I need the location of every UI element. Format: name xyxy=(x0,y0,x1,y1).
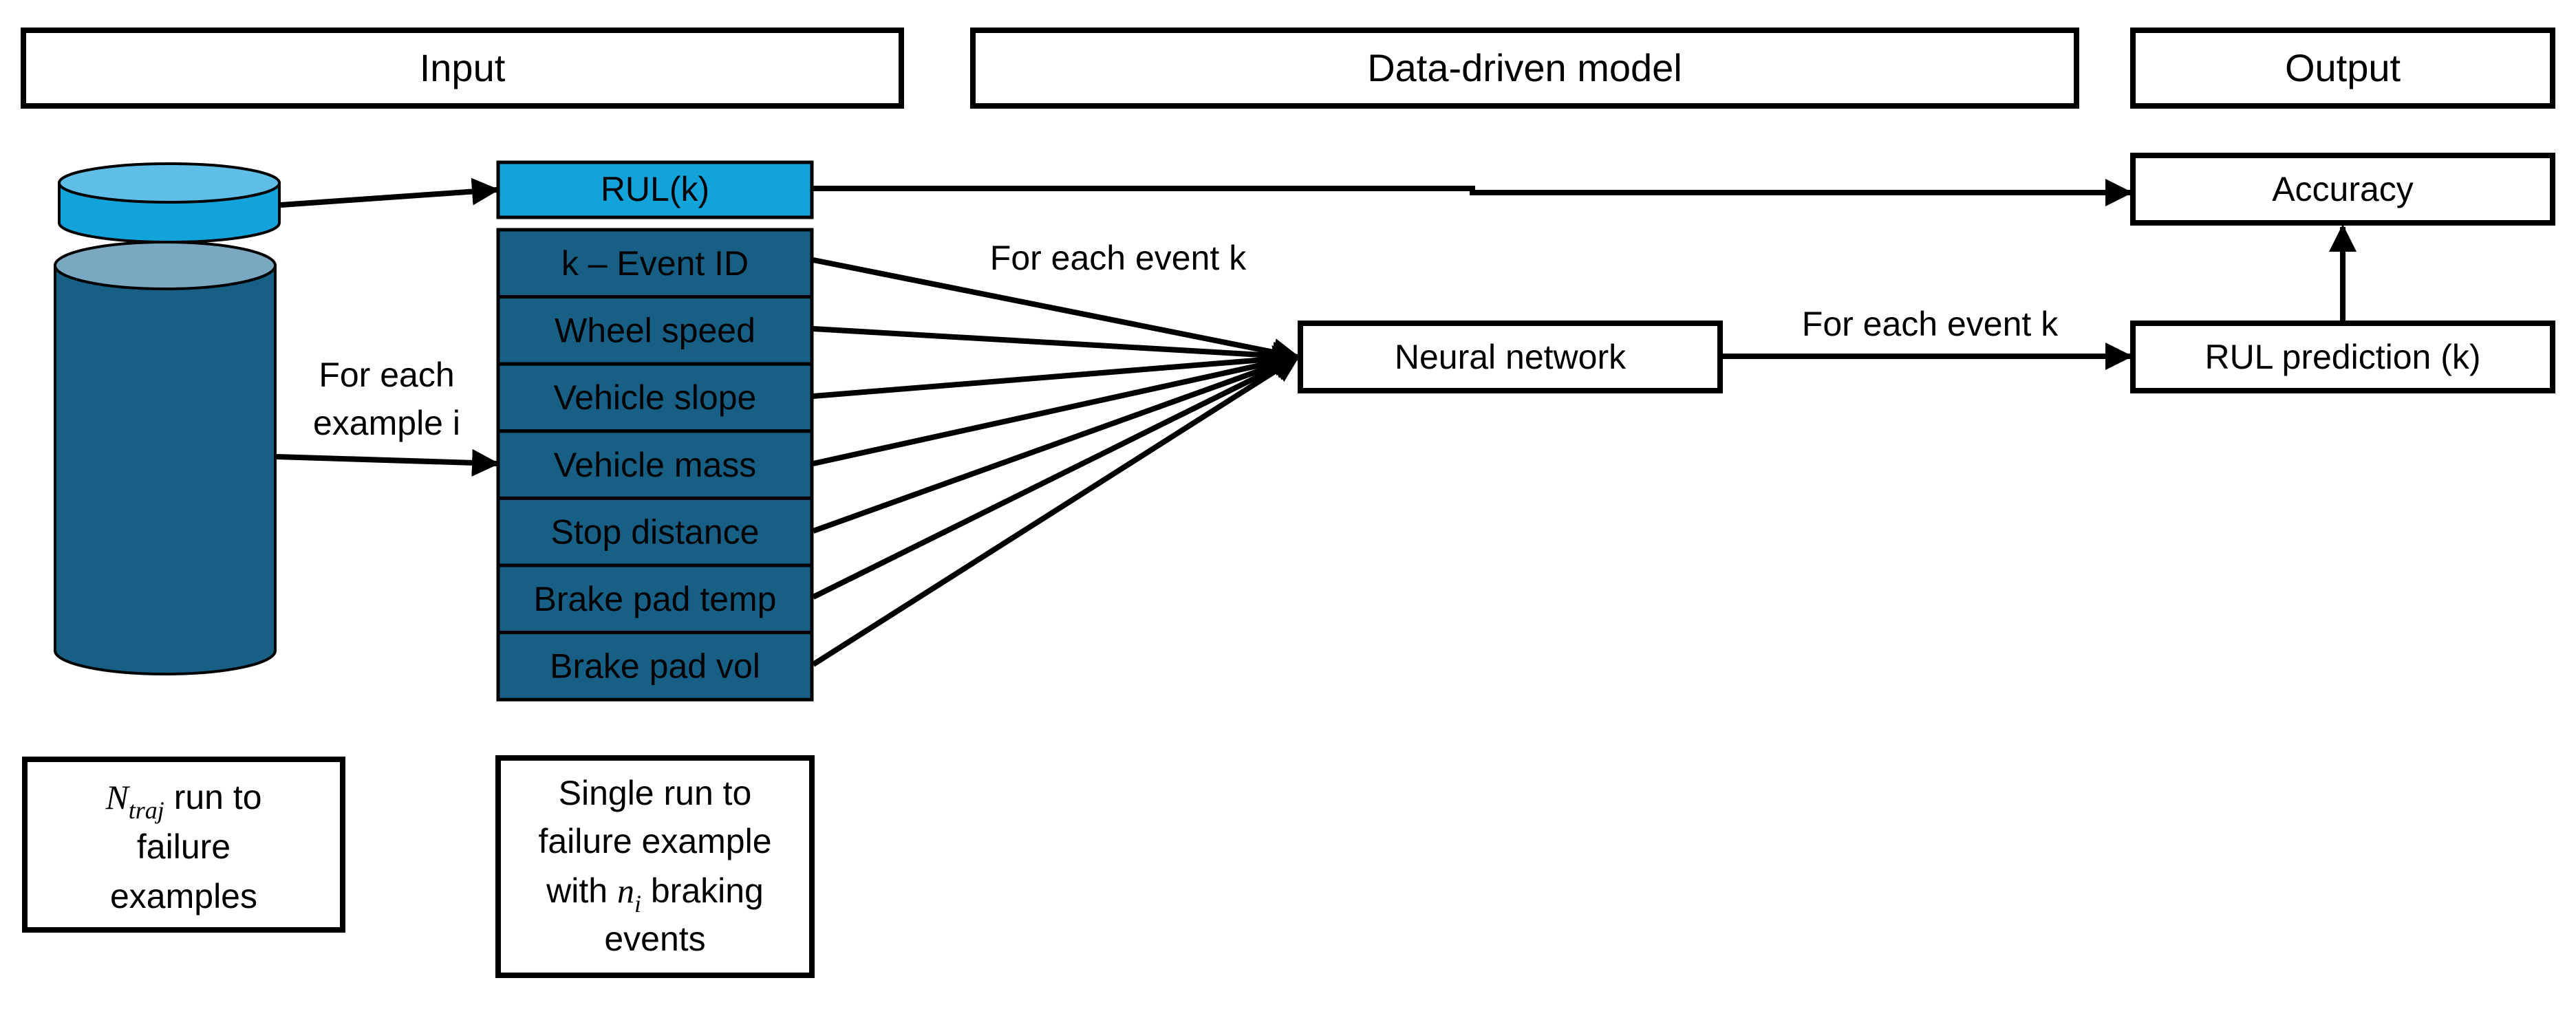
header-output-label: Output xyxy=(2285,46,2401,89)
arrow-feature-to-nn xyxy=(813,326,1300,369)
header-model: Data-driven model xyxy=(970,28,2079,109)
edge-label-for-each-event-top: For each event k xyxy=(990,239,1247,277)
feature-label: Stop distance xyxy=(551,512,760,551)
note-single-run: Single run to failure example with ni br… xyxy=(495,755,815,978)
header-model-label: Data-driven model xyxy=(1367,46,1682,89)
edge-label-for-each-event-right: For each event k xyxy=(1802,305,2059,343)
feature-cell: Vehicle mass xyxy=(496,429,814,500)
feature-label: Brake pad vol xyxy=(550,647,760,686)
ni-subscript: i xyxy=(634,890,641,918)
arrow-cylinder-to-rul xyxy=(280,177,500,208)
note-ntraj: Ntraj run to failure examples xyxy=(22,757,345,933)
feature-stack: k – Event ID Wheel speed Vehicle slope V… xyxy=(496,228,814,702)
feature-cell: Vehicle slope xyxy=(496,362,814,433)
note-single-line3: with ni braking xyxy=(546,871,764,918)
feature-label: Wheel speed xyxy=(555,312,755,350)
feature-label: Vehicle slope xyxy=(554,378,757,417)
single-line3-post: braking xyxy=(641,871,764,910)
rul-box: RUL(k) xyxy=(496,160,814,219)
feature-cell: k – Event ID xyxy=(496,228,814,299)
accuracy-box: Accuracy xyxy=(2130,153,2555,226)
rul-cylinder-top xyxy=(58,162,281,204)
header-input-label: Input xyxy=(420,46,506,89)
note-ntraj-line1: Ntraj run to xyxy=(105,778,261,824)
arrow-feature-to-nn xyxy=(813,257,1300,366)
main-cylinder-body xyxy=(54,264,277,675)
arrow-feature-to-nn xyxy=(813,345,1300,399)
header-input: Input xyxy=(21,28,904,109)
rul-prediction-box: RUL prediction (k) xyxy=(2130,321,2555,393)
neural-network-label: Neural network xyxy=(1395,338,1627,376)
arrow-cylinder-to-features xyxy=(276,448,500,477)
feature-cell: Stop distance xyxy=(496,496,814,567)
ntraj-line1-rest: run to xyxy=(164,778,262,816)
connectors xyxy=(276,177,2357,667)
feature-cell: Brake pad temp xyxy=(496,563,814,635)
note-ntraj-line3: examples xyxy=(110,877,257,915)
neural-network-box: Neural network xyxy=(1298,321,1723,393)
accuracy-label: Accuracy xyxy=(2272,170,2414,208)
note-ntraj-line2: failure xyxy=(137,827,230,866)
feature-cell: Wheel speed xyxy=(496,295,814,366)
arrow-feature-to-nn xyxy=(812,354,1300,600)
note-single-line1: Single run to xyxy=(559,774,752,812)
rul-prediction-label: RUL prediction (k) xyxy=(2204,338,2480,376)
single-line3-pre: with xyxy=(546,871,617,910)
ni-symbol: n xyxy=(617,871,634,910)
arrow-feature-to-nn xyxy=(812,352,1300,534)
feature-label: k – Event ID xyxy=(561,244,749,283)
ntraj-symbol: N xyxy=(105,778,130,816)
note-single-line4: events xyxy=(604,920,705,958)
arrow-rul-to-accuracy xyxy=(813,179,2133,206)
feature-cell: Brake pad vol xyxy=(496,631,814,702)
arrow-feature-to-nn xyxy=(811,354,1300,667)
ntraj-subscript: traj xyxy=(129,796,164,824)
trajectory-database-icon xyxy=(54,241,277,675)
main-cylinder-top xyxy=(54,241,277,290)
edge-label-for-each-example-1: For each xyxy=(319,356,454,394)
arrow-feature-to-nn xyxy=(813,349,1300,466)
feature-label: Brake pad temp xyxy=(534,580,777,618)
edge-label-for-each-example-2: example i xyxy=(313,404,460,442)
rul-database-icon xyxy=(58,162,281,243)
note-single-line2: failure example xyxy=(538,822,771,860)
header-output: Output xyxy=(2130,28,2555,109)
feature-label: Vehicle mass xyxy=(554,446,757,484)
rul-box-label: RUL(k) xyxy=(601,170,709,208)
